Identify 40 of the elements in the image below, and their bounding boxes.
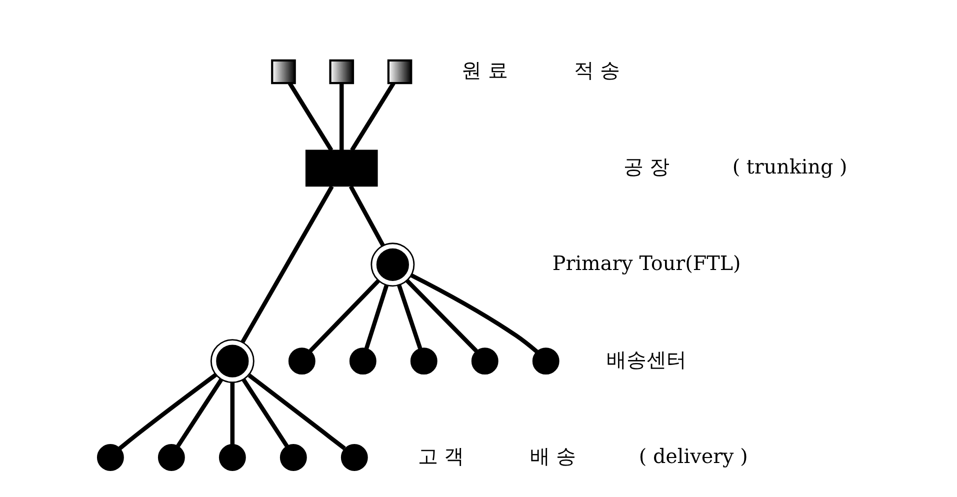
label: 배송센터	[606, 348, 687, 372]
connector	[350, 82, 396, 152]
node-circle	[532, 348, 560, 375]
node-circle	[370, 242, 415, 287]
connector	[248, 374, 346, 450]
connector	[348, 185, 385, 246]
label: 배 송	[530, 444, 576, 468]
label: 원 료	[462, 58, 508, 82]
label: 적 송	[574, 58, 620, 82]
label: 고 객	[418, 444, 464, 468]
node-circle	[158, 444, 185, 471]
node-box	[387, 59, 412, 84]
node-box	[271, 59, 296, 84]
label: ( delivery )	[638, 444, 748, 468]
connector	[396, 284, 422, 350]
node-circle	[280, 444, 307, 471]
node-circle	[471, 348, 498, 375]
node-circle	[210, 339, 254, 384]
node-box	[305, 150, 378, 187]
connector	[308, 279, 380, 352]
connector	[230, 382, 235, 445]
node-circle	[288, 348, 316, 375]
label: ( trunking )	[732, 155, 848, 178]
node-circle	[340, 444, 368, 471]
connector	[176, 378, 223, 448]
label: Primary Tour(FTL)	[552, 252, 741, 275]
connector	[410, 273, 538, 354]
connector	[242, 378, 289, 448]
node-circle	[96, 444, 124, 471]
connector	[288, 82, 334, 152]
connector	[118, 372, 218, 450]
label: 공 장	[623, 155, 670, 178]
node-circle	[349, 348, 376, 375]
node-circle	[218, 444, 246, 471]
node-box	[329, 59, 354, 84]
node-circle	[410, 348, 438, 375]
connector	[340, 83, 344, 150]
connector	[240, 185, 334, 344]
connector	[364, 284, 389, 350]
connector	[406, 279, 478, 353]
